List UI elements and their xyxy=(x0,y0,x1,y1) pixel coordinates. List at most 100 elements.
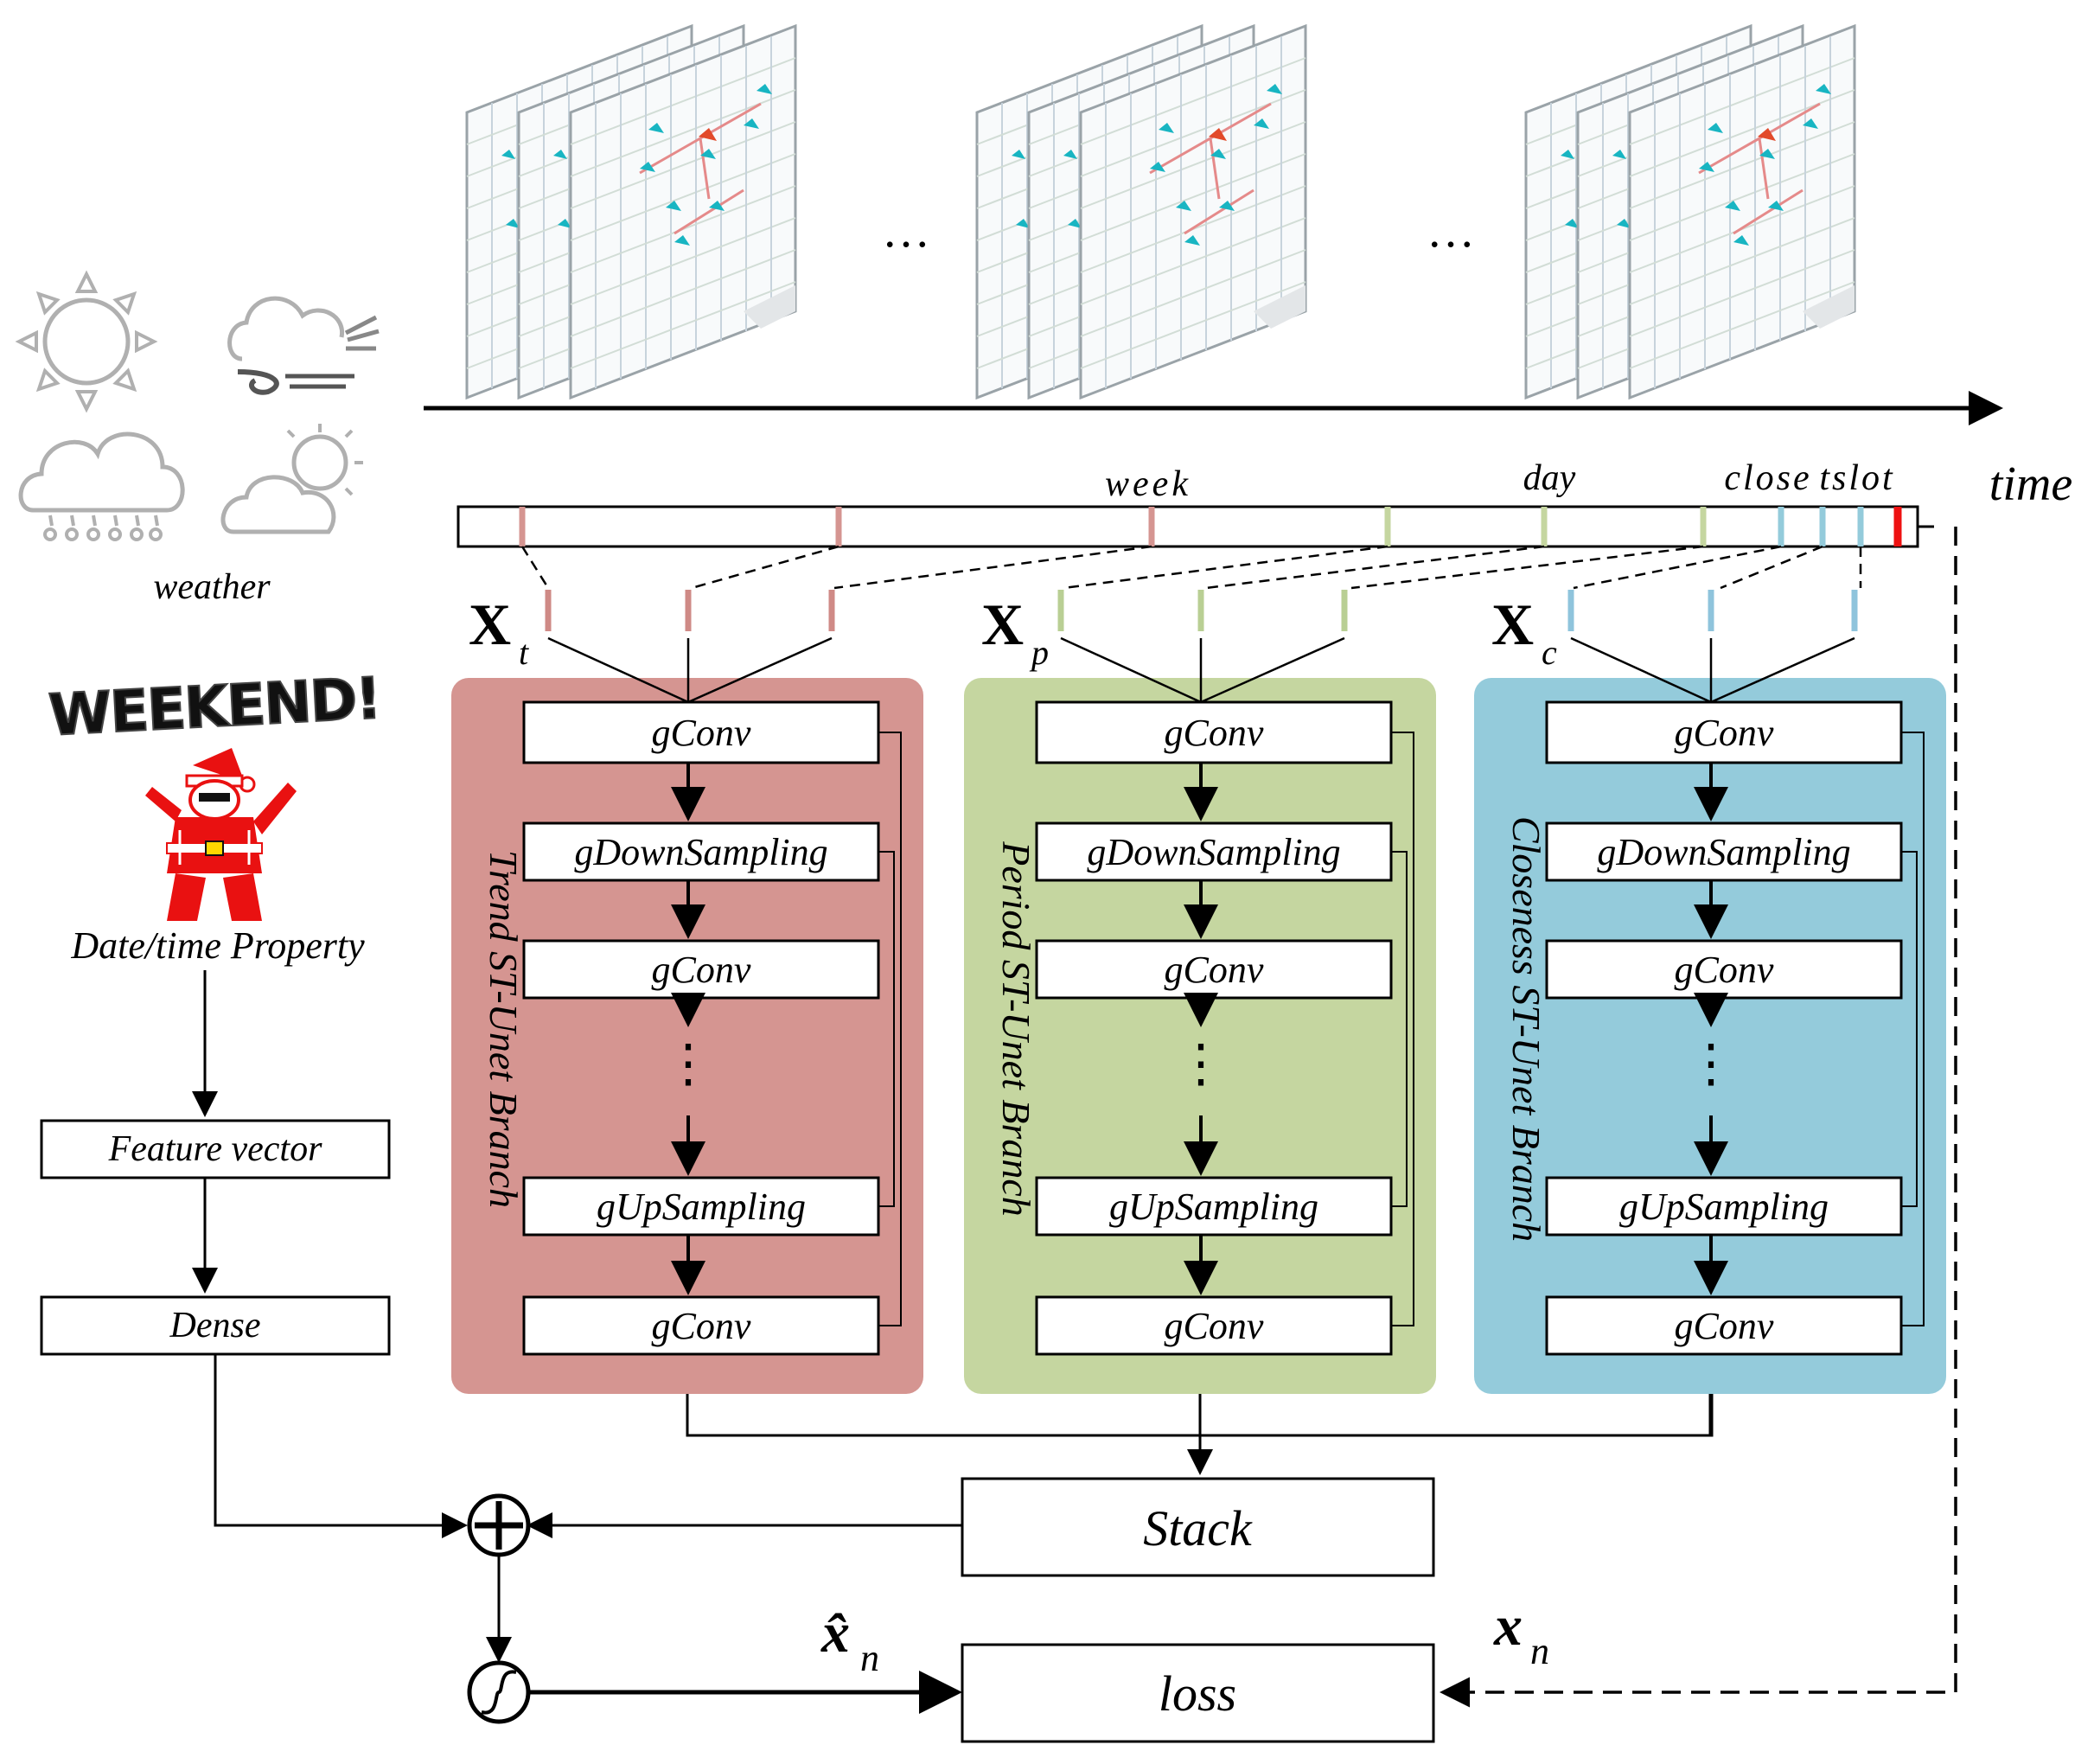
branch-title: Closeness ST-Unet Branch xyxy=(1504,816,1548,1242)
sensor-marker xyxy=(1150,162,1165,172)
gconv-box xyxy=(1035,700,1393,764)
map-stack-2 xyxy=(975,23,1307,400)
stack-label: Stack xyxy=(1143,1500,1253,1556)
sensor-marker xyxy=(501,150,515,159)
gconv-box-label: gConv xyxy=(652,712,751,754)
sigmoid-activation-icon xyxy=(467,1660,531,1724)
sensor-marker xyxy=(1565,219,1579,228)
sensor-marker xyxy=(1733,235,1749,246)
ellipsis-2: … xyxy=(1427,204,1475,258)
gupsampling-box-label: gUpSampling xyxy=(597,1186,806,1228)
merge-lines xyxy=(686,1394,1714,1475)
gdownsampling-box xyxy=(1035,821,1393,882)
sensor-marker xyxy=(709,201,725,211)
gdownsampling-box-label: gDownSampling xyxy=(1597,831,1850,873)
sensor-marker xyxy=(1159,123,1174,133)
week-label: week xyxy=(1105,464,1191,504)
branch-input-symbol: X xyxy=(469,591,511,657)
gconv-box-label: gConv xyxy=(652,949,751,991)
date-time-property-label: Date/time Property xyxy=(70,924,365,967)
ellipsis-dots: ⋮ xyxy=(1175,1035,1227,1092)
loss-label: loss xyxy=(1159,1665,1236,1722)
dense-box xyxy=(40,1295,391,1356)
sensor-marker xyxy=(1725,201,1740,211)
map-stacks: … … xyxy=(465,23,1856,400)
skip-connection xyxy=(1391,851,1408,1207)
weekend-image: WEEKEND! xyxy=(46,664,382,750)
map-sheets xyxy=(1524,23,1856,400)
day-label: day xyxy=(1523,458,1576,498)
map-stack-1 xyxy=(465,23,797,400)
gupsampling-box xyxy=(522,1176,880,1237)
sensor-marker xyxy=(1561,150,1574,159)
map-sheets xyxy=(975,23,1307,400)
loss-box xyxy=(961,1643,1435,1743)
gconv-box-label: gConv xyxy=(652,1305,751,1347)
map-sheet xyxy=(1079,23,1307,400)
sensor-marker xyxy=(674,235,690,246)
dense-label: Dense xyxy=(169,1306,261,1345)
feature-vector-box xyxy=(40,1119,391,1179)
branch-input-symbol: X xyxy=(981,591,1024,657)
gconv-box-label: gConv xyxy=(1675,949,1774,991)
gconv-box-label: gConv xyxy=(1165,1305,1264,1347)
sensor-marker xyxy=(648,123,664,133)
ellipsis-dots: ⋮ xyxy=(662,1035,714,1092)
sensor-marker xyxy=(1210,149,1226,159)
dashed-feedback-line xyxy=(1440,527,1957,1708)
close-label: close xyxy=(1724,458,1811,498)
weather-label: weather xyxy=(153,567,271,607)
feature-vector-label: Feature vector xyxy=(108,1129,322,1169)
branch-input-subscript: t xyxy=(519,633,529,672)
gconv-box-label: gConv xyxy=(1675,712,1774,754)
time-axis-label: time xyxy=(1989,457,2072,511)
gupsampling-box xyxy=(1035,1176,1393,1237)
skip-connection xyxy=(878,732,902,1326)
ellipsis-1: … xyxy=(882,204,930,258)
sensor-marker xyxy=(1068,219,1082,228)
tslot-label: tslot xyxy=(1819,458,1894,498)
sensor-marker xyxy=(744,118,759,129)
sensor-marker xyxy=(1708,123,1723,133)
dense-to-fusion-line xyxy=(214,1354,468,1538)
stack-box xyxy=(961,1477,1435,1577)
map-stack-3 xyxy=(1524,23,1856,400)
santa-icon xyxy=(145,748,297,921)
sensor-marker xyxy=(1012,150,1025,159)
sensor-marker xyxy=(1184,235,1200,246)
branch-title: Period ST-Unet Branch xyxy=(994,840,1038,1217)
ground-truth-subscript: n xyxy=(1530,1630,1549,1672)
target-sensor-marker xyxy=(1209,128,1227,141)
gconv-box xyxy=(1545,939,1903,1000)
sensor-marker xyxy=(1699,162,1714,172)
gconv-box xyxy=(1545,700,1903,764)
sensor-marker xyxy=(700,149,716,159)
gconv-box xyxy=(522,939,880,1000)
prediction-symbol: x̂ xyxy=(820,1601,850,1665)
sensor-marker xyxy=(757,84,772,94)
target-sensor-marker xyxy=(1758,128,1776,141)
sensor-marker xyxy=(1759,149,1775,159)
sun-icon xyxy=(15,270,158,413)
branch-input-subscript: c xyxy=(1542,633,1557,672)
gconv-box xyxy=(1035,1295,1393,1356)
weather-icons xyxy=(15,270,380,541)
gdownsampling-box-label: gDownSampling xyxy=(574,831,827,873)
sensor-marker xyxy=(1617,219,1631,228)
map-sheet xyxy=(1628,23,1856,400)
timeline-bar: week day close tslot time xyxy=(456,457,2072,548)
branch-input-subscript: p xyxy=(1029,633,1049,672)
partly-cloudy-icon xyxy=(220,424,363,534)
sensor-marker xyxy=(1176,201,1191,211)
skip-connection xyxy=(1901,851,1918,1207)
prediction-subscript: n xyxy=(860,1637,879,1679)
map-sheet xyxy=(569,23,797,400)
skip-connection xyxy=(1391,732,1414,1326)
sensor-marker xyxy=(1254,118,1269,129)
rain-icon xyxy=(18,431,185,541)
gconv-box xyxy=(522,1295,880,1356)
sensor-marker xyxy=(1612,150,1626,159)
skip-connection xyxy=(878,851,895,1207)
gconv-box xyxy=(1035,939,1393,1000)
